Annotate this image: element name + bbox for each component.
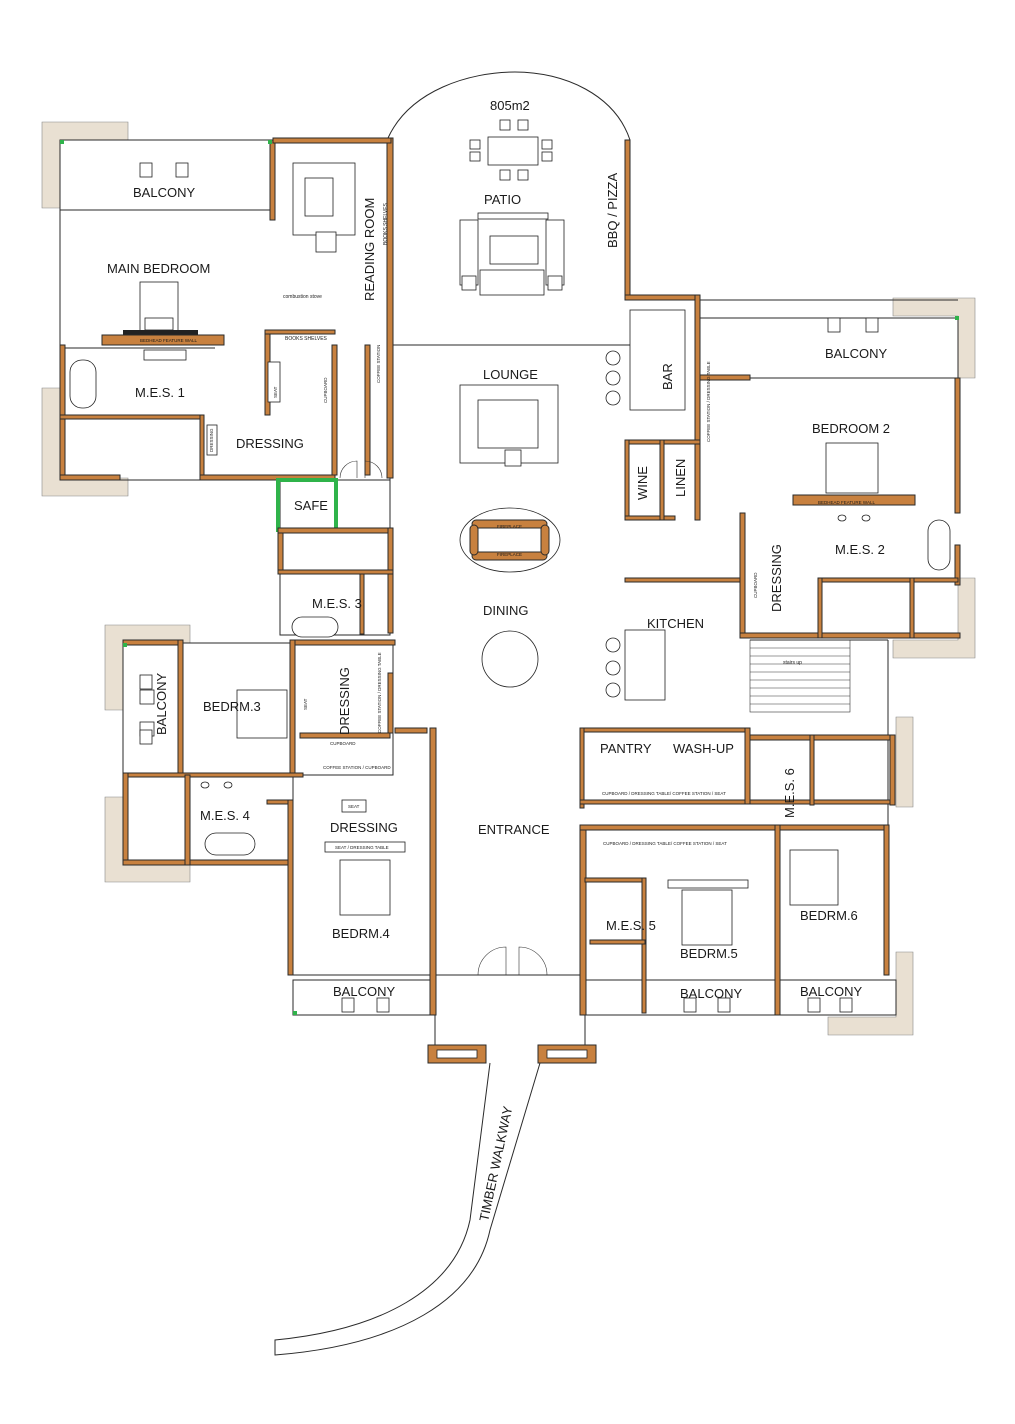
furniture	[69, 119, 951, 1013]
patio-label: PATIO	[484, 192, 521, 207]
mes5-label: M.E.S. 5	[606, 918, 656, 933]
kitchen-label: KITCHEN	[647, 616, 704, 631]
linen-label: LINEN	[673, 459, 688, 497]
walls	[59, 137, 961, 1016]
bedrm5-label: BEDRM.5	[680, 946, 738, 961]
dressing-bedroom2-label: DRESSING	[769, 544, 784, 612]
pantry-label: PANTRY	[600, 741, 652, 756]
bedrm6-balcony-label: BALCONY	[800, 984, 862, 999]
patio-arc	[387, 71, 631, 141]
bedhead-feature-wall-label-2: BEDHEAD FEATURE WALL	[818, 500, 876, 505]
coffee-dressing-label: COFFEE STATION / DRESSING TABLE	[706, 361, 711, 442]
combustion-stove-label: combustion stove	[283, 294, 322, 300]
main-balcony-label: BALCONY	[133, 185, 195, 200]
bedrm4-balcony-label: BALCONY	[333, 984, 395, 999]
mes3-label: M.E.S. 3	[312, 596, 362, 611]
mes1-label: M.E.S. 1	[135, 385, 185, 400]
timber-walkway	[274, 1062, 541, 1356]
dressing-main-label: DRESSING	[236, 436, 304, 451]
cupboard-label-main: CUPBOARD	[323, 377, 328, 403]
bedrm3-balcony-label: BALCONY	[154, 673, 169, 735]
entrance-label: ENTRANCE	[478, 822, 550, 837]
coffee-station-label: COFFEE STATION	[376, 345, 381, 383]
dressing-bedrm3-label: DRESSING	[337, 667, 352, 735]
bedroom2-label: BEDROOM 2	[812, 421, 890, 436]
books-shelves-label-2: BOOKS SHELVES	[285, 336, 328, 342]
bar-label: BAR	[660, 363, 675, 390]
bedrm5-balcony-label: BALCONY	[680, 986, 742, 1001]
cupboard-dressing-coffee-seat-label-2: CUPBOARD / DRESSING TABLE/ COFFEE STATIO…	[603, 841, 727, 846]
cupboard-bedrm3-label: CUPBOARD	[330, 741, 356, 746]
column-markers	[60, 140, 959, 1015]
dining-label: DINING	[483, 603, 529, 618]
dressing-bedrm4-label: DRESSING	[330, 820, 398, 835]
reading-room-label: READING ROOM	[362, 198, 377, 301]
wine-label: WINE	[635, 466, 650, 500]
mes2-label: M.E.S. 2	[835, 542, 885, 557]
dressing-small-label: DRESSING	[209, 428, 214, 452]
books-shelves-label: BOOKS SHELVES	[383, 202, 389, 245]
bedhead-feature-wall-label: BEDHEAD FEATURE WALL	[140, 338, 198, 343]
lounge-label: LOUNGE	[483, 367, 538, 382]
cupboard-dressing-coffee-seat-label: CUPBOARD / DRESSING TABLE/ COFFEE STATIO…	[602, 791, 726, 796]
bedrm6-label: BEDRM.6	[800, 908, 858, 923]
coffee-cupboard-label: COFFEE STATION / CUPBOARD	[323, 765, 391, 770]
bbq-pizza-label: BBQ / PIZZA	[605, 173, 620, 248]
mes6-label: M.E.S. 6	[782, 768, 797, 818]
coffee-dressing-bedrm3-label: COFFEE STATION / DRESSING TABLE	[377, 652, 382, 733]
seat-dressing-table-label: SEAT / DRESSING TABLE	[335, 845, 389, 850]
seat-label-main: SEAT	[273, 386, 278, 398]
fireplace-bottom-label: FIREPLACE	[497, 552, 522, 557]
wash-up-label: WASH-UP	[673, 741, 734, 756]
main-bedroom-label: MAIN BEDROOM	[107, 261, 210, 276]
cupboard-bedroom2-label: CUPBOARD	[753, 572, 758, 598]
fireplace-top-label: FIREPLACE	[497, 524, 522, 529]
safe-label: SAFE	[294, 498, 328, 513]
seat-label-bedrm3: SEAT	[303, 698, 308, 710]
bedrm4-label: BEDRM.4	[332, 926, 390, 941]
seat-label-bedrm4: SEAT	[348, 804, 360, 809]
bedroom2-balcony-label: BALCONY	[825, 346, 887, 361]
area-label: 805m2	[490, 98, 530, 113]
mes4-label: M.E.S. 4	[200, 808, 250, 823]
stairs-up-label: stairs up	[783, 660, 802, 666]
bedrm3-label: BEDRM.3	[203, 699, 261, 714]
